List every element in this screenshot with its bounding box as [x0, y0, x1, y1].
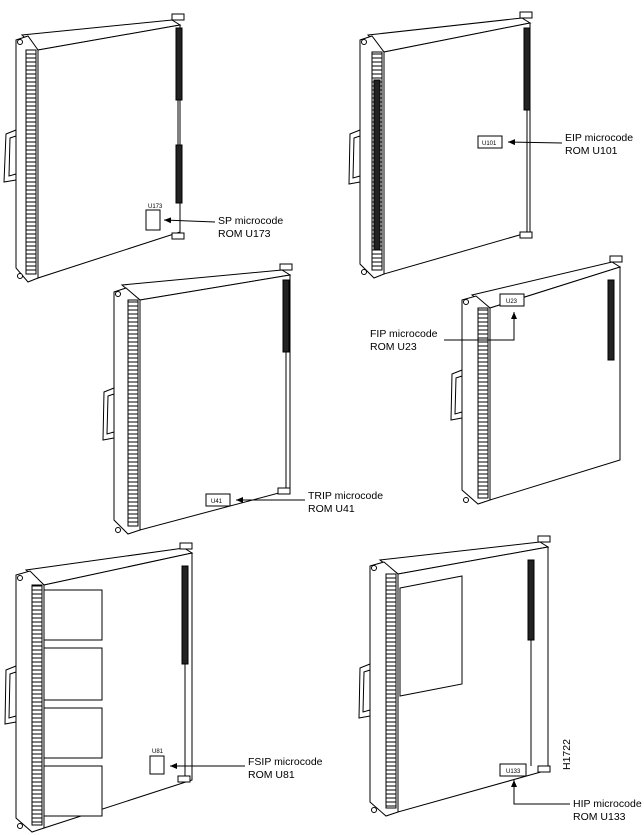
hip-chip-label: U133 [506, 769, 521, 775]
sp-rom-chip [145, 209, 161, 231]
eip-pointer-line [507, 139, 563, 146]
hip-label-line1: HIP microcode [573, 798, 642, 810]
fip-rom-chip [499, 293, 525, 307]
fip-pointer-line [444, 312, 517, 341]
fip-board: U23 FIP microcode ROM U23 [370, 255, 623, 505]
fsip-board: U81 FSIP microcode ROM U81 [4, 542, 323, 833]
eip-label-line1: EIP microcode [565, 132, 633, 144]
figure-id: H1722 [561, 739, 573, 770]
sp-label-line1: SP microcode [218, 215, 283, 227]
fip-label-line2: ROM U23 [370, 341, 417, 353]
fip-chip-label: U23 [506, 299, 518, 305]
hip-board: U133 HIP microcode ROM U133 [358, 535, 642, 823]
fsip-chip-label: U81 [152, 749, 164, 755]
sp-chip-label: U173 [148, 204, 163, 210]
trip-chip-label: U41 [211, 499, 223, 505]
trip-board: U41 TRIP microcode ROM U41 [102, 263, 383, 535]
hip-rom-chip [499, 763, 527, 777]
trip-rom-chip [205, 493, 231, 507]
eip-chip-label: U101 [482, 141, 497, 147]
sp-pointer-line [163, 217, 216, 224]
hip-pointer-line [511, 780, 570, 805]
trip-label-line2: ROM U41 [308, 503, 355, 515]
sp-label-line2: ROM U173 [218, 228, 271, 240]
fsip-label-line1: FSIP microcode [248, 756, 323, 768]
fip-label-line1: FIP microcode [370, 328, 438, 340]
fsip-rom-chip [149, 755, 165, 775]
eip-board: U101 EIP microcode ROM U101 [348, 11, 633, 279]
hip-label-line2: ROM U133 [573, 811, 626, 823]
trip-label-line1: TRIP microcode [308, 490, 383, 502]
sp-board: U173 SP microcode ROM U173 [3, 13, 283, 283]
fsip-label-line2: ROM U81 [248, 769, 295, 781]
eip-label-line2: ROM U101 [565, 145, 618, 157]
eip-rom-chip [477, 135, 503, 149]
